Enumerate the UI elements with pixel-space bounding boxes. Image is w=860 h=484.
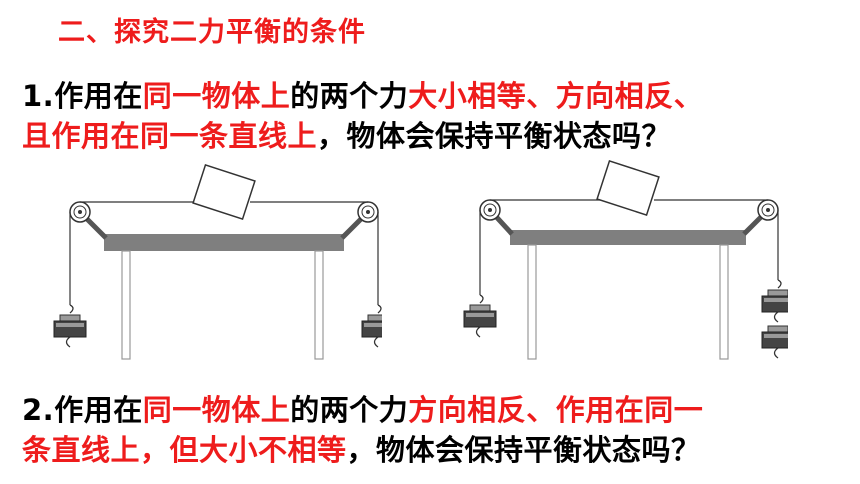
question-1-line-2: 且作用在同一条直线上，物体会保持平衡状态吗？ <box>22 116 703 156</box>
weight-right-top <box>761 279 788 323</box>
q2-seg: 条直线上，但大小不相等 <box>22 433 347 467</box>
question-2-line-2: 条直线上，但大小不相等，物体会保持平衡状态吗？ <box>22 430 703 470</box>
q2-seg: 同一物体上 <box>142 393 291 427</box>
weight-left <box>53 304 87 348</box>
weight-left <box>463 294 497 338</box>
weight-right <box>361 304 382 348</box>
pulley-left <box>69 201 91 223</box>
q1-seg: 同一物体上 <box>142 79 291 113</box>
string <box>69 201 379 305</box>
pulley-right <box>757 199 779 221</box>
q2-seg: 方向相反、作用在同一 <box>408 393 704 427</box>
q1-seg: 大小相等、方向相反、 <box>408 79 704 113</box>
pulley-right <box>357 201 379 223</box>
q1-seg: 且作用在同一条直线上 <box>22 119 318 153</box>
question-1-line-1: 1.作用在同一物体上的两个力大小相等、方向相反、 <box>22 76 703 116</box>
q1-seg: ，物体会保持平衡状态吗？ <box>317 119 672 153</box>
q2-seg: 的两个力 <box>290 393 409 427</box>
cardboard-block <box>596 160 660 217</box>
pulley-left <box>479 199 501 221</box>
string <box>479 199 779 295</box>
question-2-line-1: 2.作用在同一物体上的两个力方向相反、作用在同一 <box>22 390 703 430</box>
table <box>488 208 770 360</box>
question-2: 2.作用在同一物体上的两个力方向相反、作用在同一 条直线上，但大小不相等，物体会… <box>22 390 703 470</box>
apparatus-unequal-weights <box>463 160 788 360</box>
q1-seg: 的两个力 <box>290 79 409 113</box>
q1-seg: 1.作用在 <box>22 79 143 113</box>
question-1: 1.作用在同一物体上的两个力大小相等、方向相反、 且作用在同一条直线上，物体会保… <box>22 76 703 156</box>
weight-right-bottom <box>761 325 788 359</box>
q2-seg: ，物体会保持平衡状态吗？ <box>346 433 701 467</box>
cardboard-block <box>192 163 256 221</box>
table <box>78 210 370 360</box>
section-title: 二、探究二力平衡的条件 <box>58 17 366 48</box>
apparatus-equal-weights <box>53 163 382 360</box>
q2-seg: 2.作用在 <box>22 393 143 427</box>
